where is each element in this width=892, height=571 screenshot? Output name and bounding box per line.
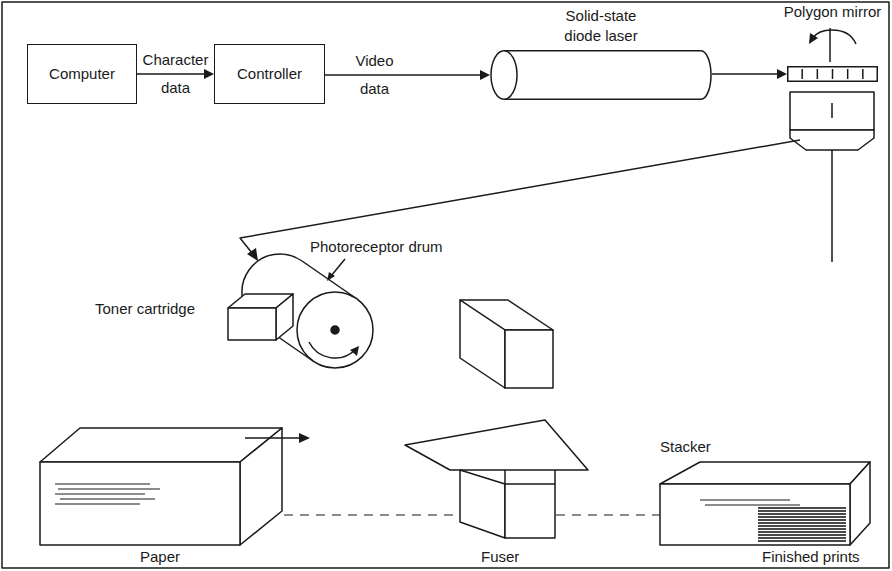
laser-cylinder-outline [490, 50, 712, 100]
mirror-body [788, 67, 878, 82]
mirror-facet [847, 69, 849, 79]
part-heading: Solid-state diode laser [551, 6, 651, 46]
box-label: Controller [237, 65, 302, 83]
box-label: Computer [49, 65, 115, 83]
laser-body [504, 51, 711, 100]
fuser [405, 420, 588, 470]
fuser [405, 300, 588, 538]
lens-housing [790, 92, 874, 262]
part-label: Photoreceptor drum [310, 238, 443, 255]
fuser [505, 330, 553, 388]
paper-tray [58, 489, 160, 490]
toner-cartridge [228, 294, 293, 340]
connector-line [325, 74, 481, 76]
stacker-tray [758, 506, 846, 543]
polygon-mirror-outline [787, 66, 878, 82]
paper-tray [55, 484, 150, 485]
connector-line [137, 73, 205, 75]
fuser [460, 300, 505, 388]
rotation-arrow [809, 33, 818, 44]
process-box: Computer [27, 44, 137, 104]
rotation-arrow [829, 28, 831, 62]
lens-housing [790, 130, 874, 150]
stacker-tray [705, 505, 800, 506]
rotation-arrow [813, 30, 856, 44]
laser-beam [240, 140, 800, 261]
part-label: Finished prints [762, 548, 860, 565]
photoreceptor-drum [331, 259, 345, 276]
mirror-facet [801, 69, 803, 79]
photoreceptor-drum [309, 342, 355, 358]
lens-housing [790, 92, 874, 130]
lens-housing [831, 103, 833, 118]
arrow-head [204, 69, 214, 79]
stacker-tray [700, 500, 800, 505]
polygon-mirror: Polygon mirror [787, 66, 878, 82]
stacker-tray [660, 462, 870, 484]
laser-face [491, 51, 517, 100]
fuser [460, 470, 505, 538]
photoreceptor-drum [297, 292, 373, 368]
laser-beam [247, 248, 258, 261]
paper-path [284, 514, 458, 515]
rotation-arrow [809, 28, 856, 62]
flow-connector [712, 69, 787, 79]
photoreceptor-drum [327, 272, 335, 281]
connector-line [712, 73, 778, 75]
stacker-tray [660, 462, 870, 545]
laser-cylinder: Solid-state diode laser [490, 50, 712, 100]
paper-tray [55, 484, 160, 504]
paper-tray [55, 494, 145, 495]
photoreceptor-drum [331, 326, 339, 334]
mirror-facet [832, 69, 834, 79]
paper-feed-arrow [299, 433, 310, 443]
lens-housing [831, 150, 833, 262]
fuser [504, 470, 506, 484]
paper-feed-arrow [245, 437, 300, 439]
laser-beam [240, 140, 800, 253]
paper-tray [55, 504, 140, 505]
toner-cartridge [276, 294, 293, 340]
stacker-tray [660, 484, 850, 545]
part-label: Paper [140, 548, 180, 565]
paper-tray [60, 499, 155, 500]
signal-label: Character data [143, 46, 209, 102]
signal-label: Video data [355, 47, 393, 103]
mirror-facet [862, 69, 864, 79]
paper-tray [240, 428, 282, 545]
stacker-tray [700, 500, 790, 501]
arrow-head [480, 70, 490, 80]
toner-cartridge [228, 308, 276, 340]
paper-path [556, 514, 660, 515]
fuser [505, 484, 555, 538]
part-label: Toner cartridge [95, 300, 195, 317]
photoreceptor-drum [350, 346, 359, 356]
arrow-head [777, 69, 787, 79]
mirror-facet [817, 69, 819, 79]
flow-connector [137, 69, 214, 79]
part-label: Fuser [481, 548, 519, 565]
paper-tray [40, 462, 240, 545]
paper-feed-arrow [245, 433, 310, 443]
flow-connector [325, 70, 490, 80]
part-label: Stacker [660, 438, 711, 455]
process-box: Controller [214, 44, 325, 104]
stacker-tray [850, 462, 870, 545]
fuser [554, 470, 556, 484]
part-heading: Polygon mirror [784, 2, 882, 22]
paper-tray [40, 428, 282, 545]
